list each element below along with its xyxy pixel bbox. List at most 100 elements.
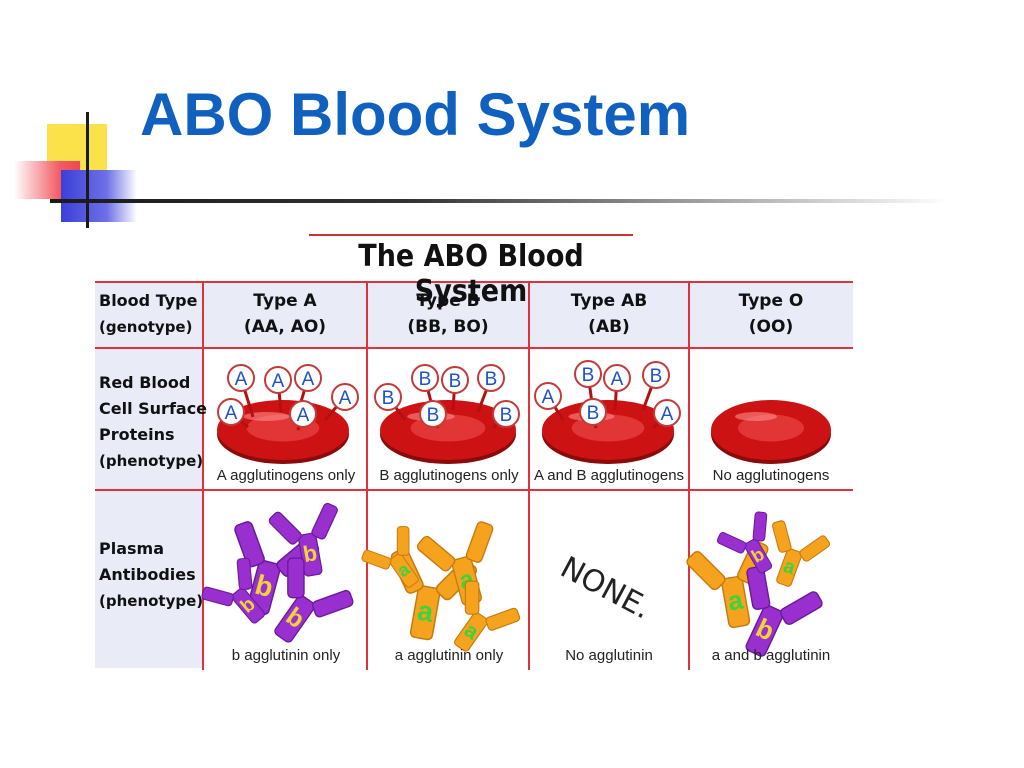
antigen-letter: A [542, 387, 555, 408]
column-name: Type B [416, 291, 480, 311]
antibody-arm [236, 557, 253, 591]
antigen-marker: A [651, 399, 681, 430]
antibody-stem [776, 548, 803, 587]
antigen-marker: B [574, 360, 602, 411]
table-grid [95, 281, 853, 670]
antibody: a [772, 520, 831, 587]
antigen-caption: B agglutinogens only [379, 467, 519, 484]
antigen-caption: A and B agglutinogens [533, 467, 685, 484]
antibody-arm [799, 535, 831, 562]
antibody-stem [389, 553, 419, 588]
antibody: a [361, 526, 419, 588]
antigen-letter: B [485, 369, 498, 390]
antibody-arm [311, 502, 338, 540]
antigen-letter: A [235, 369, 248, 390]
column-genotype: (OO) [748, 317, 794, 337]
cell-highlight [243, 412, 290, 421]
antibody-arm [464, 580, 480, 615]
antibody: b [274, 557, 354, 643]
antigen-circle [574, 360, 602, 388]
antibody-letter: b [301, 540, 319, 567]
antibody-arm [268, 511, 302, 545]
antigen-letter: A [225, 403, 238, 424]
antigen-circle [579, 398, 607, 426]
figure-title: The ABO Blood System [309, 234, 633, 309]
antigen-marker: B [374, 383, 407, 421]
antibody-stem [231, 587, 265, 624]
antibody-arm [752, 511, 768, 542]
antibody-caption: a agglutinin only [394, 647, 504, 664]
antigen-circle [534, 382, 562, 410]
antigen-letter: A [611, 369, 624, 390]
column-genotype: (AB) [588, 317, 630, 337]
column-header-type-ab: Type AB (AB) [531, 288, 687, 340]
antigen-caption: A agglutinogens only [216, 467, 356, 484]
antibody-stem [454, 612, 489, 652]
row-header-blood-type: Blood Type (genotype) [99, 288, 197, 340]
antibody-arm [716, 531, 747, 554]
antigen-circle [411, 364, 439, 392]
antibody-arm [465, 521, 494, 563]
antibody-caption: b agglutinin only [231, 647, 341, 664]
antibody-arm [686, 550, 726, 591]
antibody-arm [361, 549, 392, 570]
antigen-circle [331, 383, 359, 411]
antigen-marker: B [411, 364, 439, 411]
antigen-marker: A [227, 364, 255, 418]
header-row-background [95, 282, 853, 348]
antibody-letter: a [726, 584, 746, 616]
antigen-letter: B [650, 366, 663, 387]
red-blood-cell [711, 400, 831, 464]
antigen-caption: No agglutinogens [712, 467, 830, 484]
antigen-letter: B [582, 365, 595, 386]
cell-dimple [738, 414, 804, 442]
antigen-marker: B [641, 361, 670, 411]
antigen-circle [419, 400, 447, 428]
antibody-stem [409, 585, 441, 641]
antibody-stem [274, 595, 316, 643]
antigen-marker: A [323, 383, 359, 421]
antibody-stem [745, 604, 784, 657]
antigen-marker: A [289, 400, 317, 431]
antigen-circle [653, 399, 681, 427]
antigen-letter: B [382, 388, 395, 409]
column-name: Type A [253, 291, 317, 311]
antigen-letter: A [272, 371, 285, 392]
antibody: b [716, 511, 773, 574]
row-header-line: Red Blood [99, 373, 191, 392]
antigen-letter: A [302, 369, 315, 390]
antigen-marker: B [441, 366, 469, 411]
antibody-arm [746, 565, 771, 611]
antigen-circle [477, 364, 505, 392]
antigen-circle [374, 383, 402, 411]
antigen-circle [492, 400, 520, 428]
antigen-circle [289, 400, 317, 428]
antigen-circle [441, 366, 469, 394]
column-name: Type O [738, 291, 804, 311]
antigen-letter: B [587, 403, 600, 424]
row-header-column-background [95, 348, 203, 668]
antigen-marker: B [476, 364, 505, 413]
antigen-circle [264, 366, 292, 394]
antigen-circle [603, 364, 631, 392]
antibody-caption: a and b agglutinin [711, 647, 831, 664]
antigen-marker: B [419, 400, 447, 429]
column-genotype: (BB, BO) [407, 317, 489, 337]
column-genotype: (AA, AO) [243, 317, 327, 337]
row-header-line: Antibodies [99, 565, 196, 584]
antigen-letter: A [339, 388, 352, 409]
row-header-line: Proteins [99, 425, 175, 444]
slide-title: ABO Blood System [140, 81, 691, 148]
row-header-line: (phenotype) [99, 592, 204, 610]
column-header-type-o: Type O (OO) [691, 288, 851, 340]
antigen-marker: A [264, 366, 292, 413]
antibody: a [454, 580, 521, 652]
antibody-arm [772, 520, 792, 553]
row-header-line: (genotype) [99, 318, 193, 336]
antigen-circle [642, 361, 670, 389]
antigen-marker: A [534, 382, 565, 421]
antibody-arm [234, 521, 265, 568]
antibody-arm [201, 586, 234, 607]
